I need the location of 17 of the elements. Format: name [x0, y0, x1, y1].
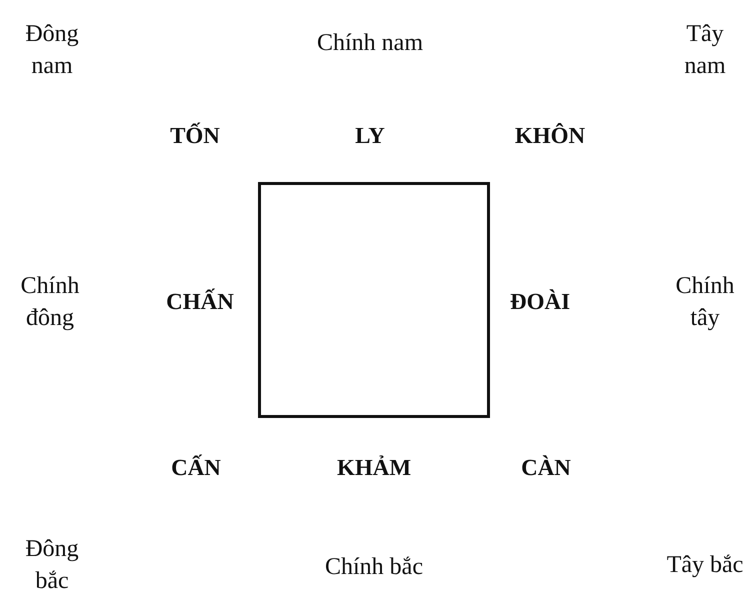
direction-label: Tây nam: [683, 20, 727, 81]
direction-label: Tây bắc: [666, 551, 744, 580]
direction-label: Chính đông: [20, 272, 80, 333]
trigram-label: ĐOÀI: [510, 288, 570, 316]
square-box: [258, 182, 490, 418]
direction-label: Đông nam: [24, 20, 80, 81]
direction-label: Chính nam: [317, 29, 423, 58]
direction-label: Chính bắc: [325, 553, 423, 582]
trigram-label: CẤN: [171, 454, 221, 482]
trigram-label: KHÔN: [514, 122, 586, 150]
trigram-label: CHẤN: [166, 288, 234, 316]
direction-label: Đông bắc: [24, 535, 80, 596]
trigram-label: TỐN: [170, 122, 220, 150]
direction-label: Chính tây: [674, 272, 736, 333]
trigram-label: KHẢM: [336, 454, 412, 482]
trigram-label: CÀN: [521, 454, 571, 482]
trigram-label: LY: [355, 122, 385, 150]
